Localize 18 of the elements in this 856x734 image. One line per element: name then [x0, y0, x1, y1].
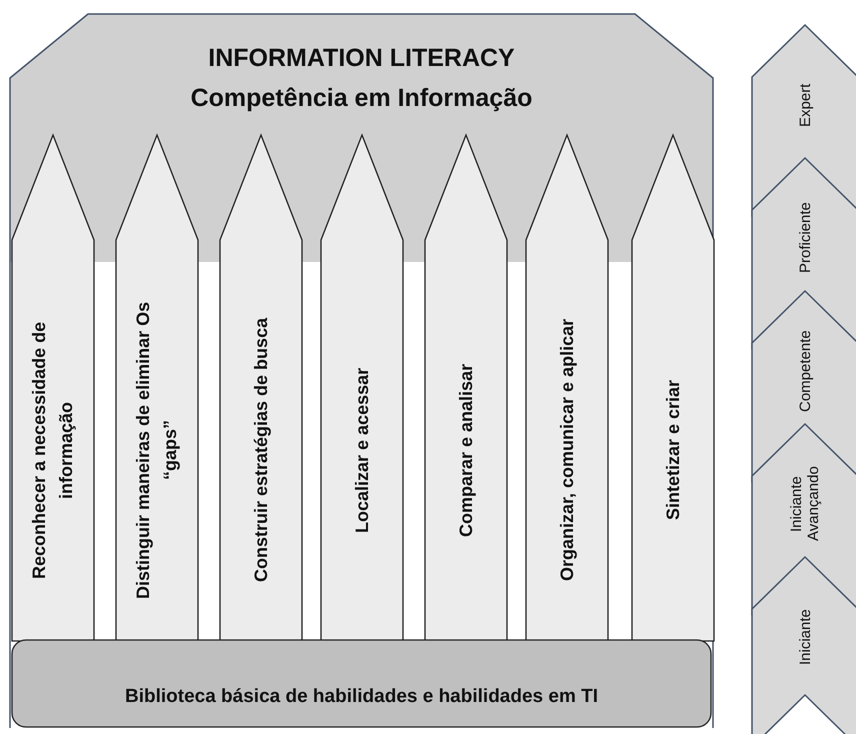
pillar-label: Localizar e acessar [350, 366, 372, 535]
pillar-label: Construir estratégias de busca [250, 316, 272, 584]
level-label: Proficiente [796, 202, 814, 276]
pillar-label: Sintetizar e criar [662, 378, 684, 522]
diagram-subheading: Competência em Informação [190, 84, 532, 113]
level-label: Expert [796, 82, 814, 129]
pillar-label: Reconhecer a necessidade de informação [28, 320, 77, 581]
pillar-label: Comparar e analisar [454, 362, 477, 539]
level-label: Competente [796, 329, 814, 414]
roof-panel [10, 14, 713, 728]
foundation-label: Biblioteca básica de habilidades e habilidades em TI [124, 686, 598, 708]
pillar-label: Distinguir maneiras de eliminar Os “gaps” [132, 300, 181, 600]
level-label: Iniciante [796, 608, 814, 667]
level-label: Iniciante Avançando [788, 466, 822, 544]
level-band [752, 557, 856, 734]
diagram-heading: INFORMATION LITERACY [208, 44, 515, 73]
foundation-bar [12, 640, 711, 727]
pillar-label: Organizar, comunicar e aplicar [556, 318, 578, 584]
